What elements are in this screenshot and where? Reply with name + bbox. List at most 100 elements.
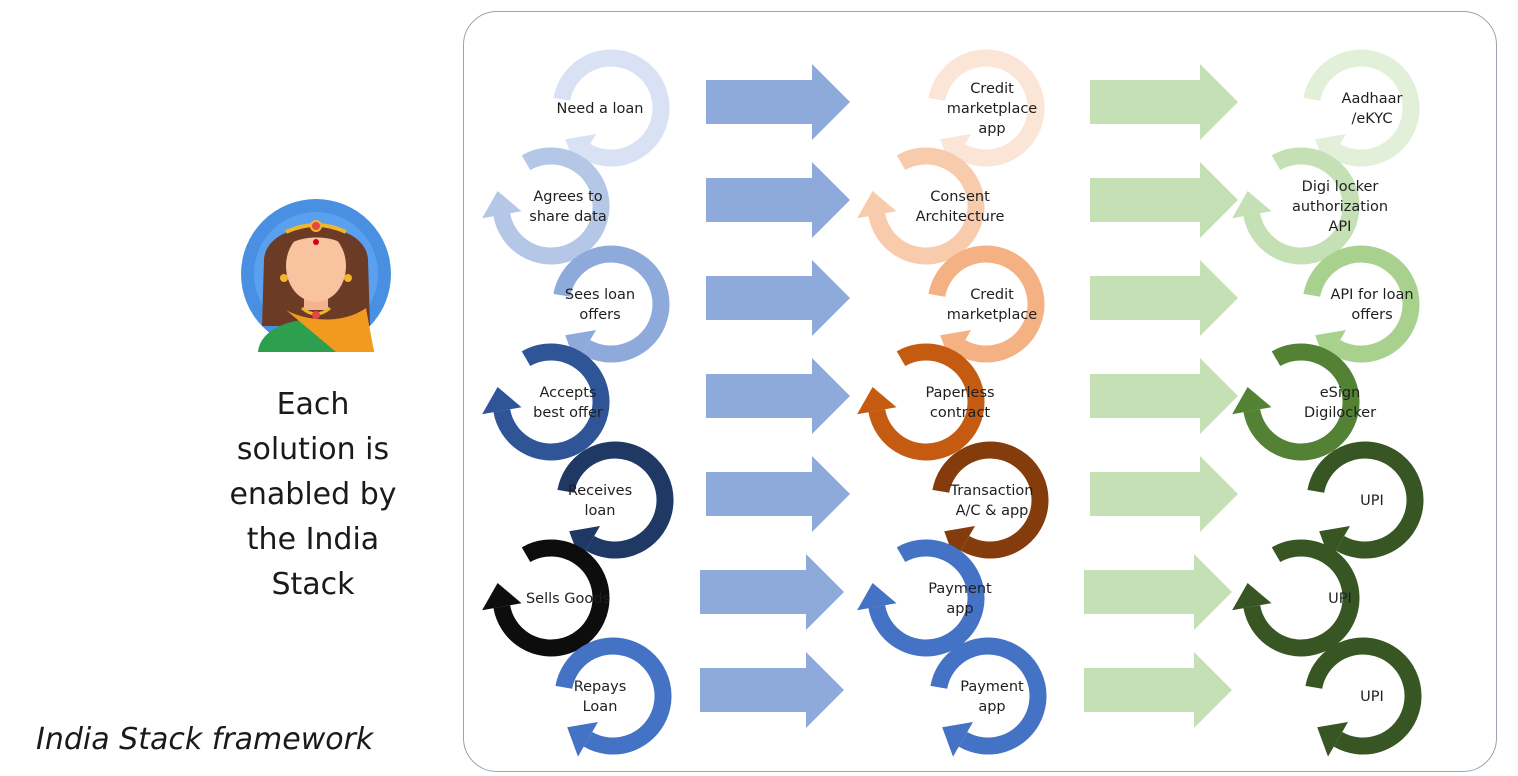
step-label: A/C & app — [956, 503, 1029, 519]
block-arrow — [700, 554, 844, 630]
loop-arrow — [932, 441, 1049, 559]
loop-arrow — [493, 343, 610, 461]
block-arrow — [706, 358, 850, 434]
loop-arrowhead — [567, 722, 598, 757]
tagline-line: solution is — [236, 432, 390, 467]
loop-arrowhead — [942, 722, 973, 757]
step-label: loan — [585, 503, 616, 519]
step-label: UPI — [1328, 591, 1352, 607]
loop-arrow — [557, 441, 674, 559]
loop-arrow — [555, 637, 672, 755]
loop-arrow — [868, 343, 985, 461]
step-label: API for loan — [1330, 287, 1413, 303]
block-arrow — [1090, 456, 1238, 532]
step-label: best offer — [533, 405, 603, 421]
step-label: Agrees to — [533, 189, 602, 205]
step-label: API — [1329, 219, 1352, 235]
tagline-line: enabled by — [229, 477, 397, 512]
loop-arrow — [1303, 245, 1420, 363]
step-label: Consent — [930, 189, 990, 205]
loop-arrow — [1243, 343, 1360, 461]
step-label: offers — [579, 307, 620, 323]
loop-arrow — [1305, 637, 1422, 755]
step-label: offers — [1351, 307, 1392, 323]
block-arrow — [1084, 652, 1232, 728]
step-label: Transaction — [950, 483, 1034, 499]
loop-arrow — [868, 147, 985, 265]
loop-arrowhead — [857, 583, 897, 611]
loop-arrow — [1243, 147, 1360, 265]
step-label: Aadhaar — [1342, 91, 1403, 107]
step-label: share data — [529, 209, 606, 225]
loop-arrowhead — [1232, 583, 1272, 611]
loop-arrowhead — [482, 583, 522, 611]
loop-arrow — [928, 49, 1045, 167]
loop-arrowhead — [482, 387, 522, 415]
step-label: marketplace — [947, 101, 1038, 117]
step-label: Loan — [583, 699, 618, 715]
loop-arrowhead — [857, 191, 897, 219]
step-label: Sells Goods — [526, 591, 610, 607]
loop-arrowhead — [857, 387, 897, 415]
block-arrow — [1090, 358, 1238, 434]
step-label: contract — [930, 405, 991, 421]
loop-arrowhead — [1232, 387, 1272, 415]
tagline: Each solution is enabled by the India St… — [190, 382, 436, 607]
step-label: Architecture — [916, 209, 1005, 225]
left-panel: Each solution is enabled by the India St… — [0, 0, 460, 776]
block-arrow — [706, 64, 850, 140]
loop-arrow — [553, 245, 670, 363]
block-arrow — [1090, 64, 1238, 140]
tagline-line: the India — [246, 522, 380, 557]
step-label: UPI — [1360, 689, 1384, 705]
block-arrow — [700, 652, 844, 728]
loop-arrow — [928, 245, 1045, 363]
woman-avatar-icon — [241, 199, 391, 352]
step-label: authorization — [1292, 199, 1388, 215]
block-arrow — [706, 456, 850, 532]
step-label: Digi locker — [1302, 179, 1379, 195]
step-label: Digilocker — [1304, 405, 1376, 421]
step-label: Paperless — [925, 385, 994, 401]
step-label: app — [946, 601, 973, 617]
step-label: Credit — [970, 81, 1014, 97]
step-label: Need a loan — [557, 101, 644, 117]
step-label: Receives — [568, 483, 632, 499]
block-arrow — [1090, 162, 1238, 238]
figure-caption: India Stack framework — [36, 722, 374, 757]
step-label: app — [978, 699, 1005, 715]
loop-arrow — [493, 147, 610, 265]
step-label: UPI — [1360, 493, 1384, 509]
connectors-solutions-to-india-stack — [1084, 64, 1238, 728]
step-label: Accepts — [540, 385, 597, 401]
block-arrow — [1084, 554, 1232, 630]
block-arrow — [706, 260, 850, 336]
block-arrow — [706, 162, 850, 238]
step-label: Sees loan — [565, 287, 635, 303]
loop-arrow — [1243, 539, 1360, 657]
loop-arrowhead — [1317, 722, 1348, 757]
step-label: Repays — [574, 679, 627, 695]
loop-arrow — [493, 539, 610, 657]
step-label: Credit — [970, 287, 1014, 303]
loop-arrow — [930, 637, 1047, 755]
step-label: /eKYC — [1352, 111, 1393, 127]
step-label: Payment — [928, 581, 992, 597]
step-label: eSign — [1320, 385, 1361, 401]
step-label: app — [978, 121, 1005, 137]
connectors-user-journey-to-solutions — [700, 64, 850, 728]
loop-arrow — [553, 49, 670, 167]
block-arrow — [1090, 260, 1238, 336]
column-solutions: CreditmarketplaceappConsentArchitectureC… — [857, 49, 1049, 757]
step-label: Payment — [960, 679, 1024, 695]
step-label: marketplace — [947, 307, 1038, 323]
loop-arrow — [1307, 441, 1424, 559]
tagline-line: Stack — [271, 567, 355, 602]
loop-arrow — [1303, 49, 1420, 167]
loop-arrowhead — [482, 191, 522, 219]
loop-arrow — [868, 539, 985, 657]
tagline-line: Each — [276, 387, 350, 422]
